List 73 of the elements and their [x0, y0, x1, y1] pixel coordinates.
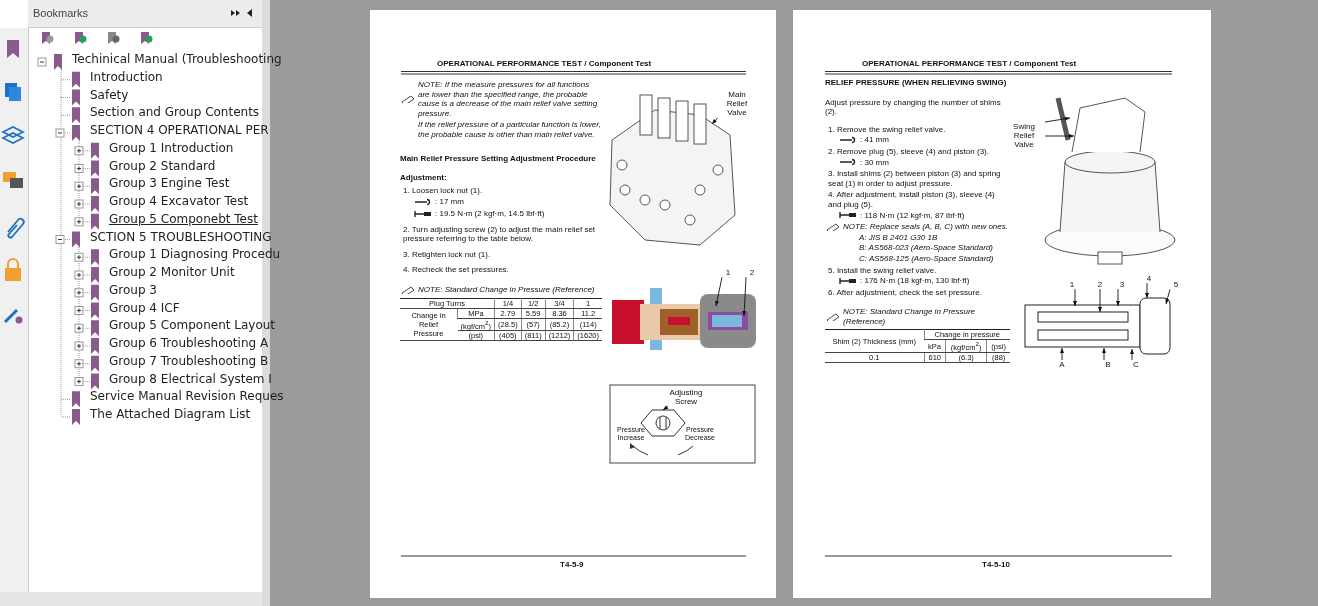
subheading: Adjustment:: [400, 173, 448, 183]
callout-label: Adjusting Screw: [668, 388, 704, 407]
bookmark-item: Group 7 Troubleshooting B: [109, 354, 269, 369]
bookmark-item: Group 2 Monitor Unit: [109, 266, 235, 280]
torque-text: : 19.5 N·m (2 kgf·m, 14.5 lbf·ft): [435, 208, 545, 219]
bookmark-item: Service Manual Revision Reques: [90, 390, 284, 405]
bookmark-item: Group 5 Component Layout: [109, 319, 276, 334]
leader-line: [711, 117, 719, 125]
panel-title: Bookmarks: [33, 7, 89, 20]
step-text: 4. Recheck the set pressures.: [403, 265, 510, 275]
leader-line: [1044, 134, 1075, 138]
page-header: OPERATIONAL PERFORMANCE TEST / Component Test: [862, 59, 1077, 69]
leader-line: [1098, 288, 1102, 313]
note-text: NOTE: Replace seals (A, B, C) with new ones.: [843, 222, 1008, 232]
bookmark-item: Introduction: [90, 70, 163, 85]
torque-text: : 118 N·m (12 kgf·m, 87 lbf·ft): [860, 210, 965, 221]
tool-size-text: : 30 mm: [860, 157, 889, 168]
bookmark-item: Safety: [90, 88, 129, 103]
note-text: A: JIS B 2401 G30 1B: [859, 232, 939, 243]
bookmark-item: Group 1 Diagnosing Procedu: [109, 248, 281, 263]
leader-line: [1073, 288, 1077, 307]
bookmark-item: SCTION 5 TROUBLESHOOTING: [90, 230, 272, 245]
step-text: 6. After adjustment, check the set pressure.: [828, 287, 983, 298]
tool-size-text: : 17 mm: [435, 197, 464, 207]
leader-line: [1102, 347, 1106, 361]
bookmark-item: Group 3: [109, 283, 157, 298]
bookmark-item: Group 4 ICF: [109, 301, 180, 316]
leader-line: [1116, 288, 1120, 307]
note-text: NOTE: Standard Change in Pressure (Reference): [418, 284, 595, 295]
leader-line: [742, 276, 747, 317]
note-text: If the relief pressure of a particular function is lower, the probable cause is other than main relief valve.: [418, 120, 602, 140]
bookmark-item: Section and Group Contents: [90, 106, 260, 121]
step-text: 5. Install the swing relief valve.: [828, 265, 938, 276]
relief-valve-section-drawing: [1024, 297, 1171, 355]
leader-line: [1060, 347, 1064, 361]
leader-line: [1130, 348, 1134, 361]
bookmark-item: Group 6 Troubleshooting A: [109, 337, 269, 351]
callout-label: C: [1130, 360, 1142, 370]
leader-line: [662, 405, 669, 411]
step-text: 4. After adjustment, install piston (3), sleeve (4) and plug (5).: [828, 190, 996, 210]
bookmark-item: Group 5 Componebt Test: [109, 212, 258, 227]
bookmark-item: Techinical Manual (Troubleshooting: [72, 53, 282, 67]
step-text: 2. Turn adjusting screw (2) to adjust the main relief set pressure referring to the table below.: [403, 224, 597, 244]
note-text: B: AS568-023 (Aero-Space Standard): [859, 243, 994, 253]
torque-text: : 176 N·m (18 kgf·m, 130 lbf·ft): [860, 276, 970, 286]
page-number: T4-5-9: [560, 560, 584, 570]
bookmark-item: SECTION 4 OPERATIONAL PER: [90, 124, 269, 138]
leader-line: [1165, 288, 1171, 305]
bookmark-item: Group 1 Introduction: [109, 141, 234, 156]
callout-label: A: [1056, 360, 1068, 370]
step-text: 3. Install shims (2) between piston (3) and spring seat (1) in order to adjust pressure.: [828, 169, 1002, 189]
bookmark-item: Group 8 Electrical System I: [109, 372, 272, 387]
section-heading: Main Relief Pressure Setting Adjustment Procedure: [400, 153, 597, 164]
bookmark-item: Group 2 Standard: [109, 159, 216, 174]
step-text: 2. Remove plug (5), sleeve (4) and piston (3).: [828, 146, 990, 157]
step-text: 1. Remove the swing relief valve.: [828, 124, 947, 135]
bookmark-item: Group 4 Excavator Test: [109, 195, 249, 209]
callout-label: B: [1102, 360, 1114, 370]
bookmark-item: The Attached Diagram List: [90, 408, 251, 422]
leader-line: [1145, 282, 1149, 299]
note-text: C: AS568-125 (Aero-Space Standard): [859, 253, 995, 264]
body-text: Adjust pressure by changing the number of shims (2).: [825, 97, 1002, 117]
note-text: NOTE: If the measure pressures for all functions are lower than the specified range, the probable cause is a decrease of the main relief valve setting pressure.: [418, 80, 599, 119]
leader-line: [715, 276, 723, 307]
bookmark-item: Group 3 Engine Test: [109, 177, 230, 192]
tool-size-text: : 41 mm: [860, 135, 889, 145]
page-header: OPERATIONAL PERFORMANCE TEST / Component Test: [437, 59, 652, 69]
leader-line: [1044, 116, 1071, 123]
section-heading: RELIEF PRESSURE (WHEN RELIEVING SWING): [825, 78, 1008, 88]
note-text: NOTE: Standard Change in Pressure (Reference): [843, 307, 977, 327]
page-number: T4-5-10: [982, 560, 1010, 570]
step-text: 1. Loosen lock nut (1).: [403, 185, 484, 196]
step-text: 3. Retighten lock nut (1).: [403, 249, 492, 260]
